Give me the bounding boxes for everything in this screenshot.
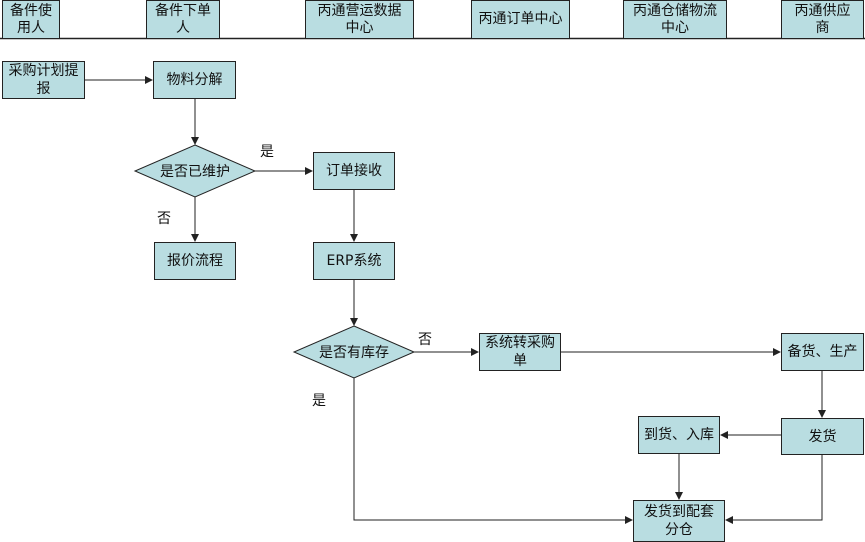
lane-header-logistics-center: 丙通仓储物流中心 — [623, 0, 727, 38]
node-quote-process: 报价流程 — [154, 242, 236, 280]
lane-header-supplier: 丙通供应商 — [781, 0, 864, 38]
lane-header-parts-orderer: 备件下单人 — [146, 0, 220, 38]
node-stock-production: 备货、生产 — [781, 333, 864, 371]
edge-label-no: 否 — [418, 332, 432, 348]
edge-label-yes: 是 — [312, 393, 326, 409]
arrow — [725, 455, 823, 524]
decision-maintained: 是否已维护 — [160, 164, 230, 180]
node-arrival-storage: 到货、入库 — [638, 416, 720, 454]
node-ship-to-warehouse: 发货到配套分仓 — [633, 500, 725, 542]
edge-label-no: 否 — [157, 211, 171, 227]
arrow — [353, 378, 633, 524]
node-ship: 发货 — [781, 418, 864, 455]
node-erp: ERP系统 — [313, 242, 395, 280]
node-material-breakdown: 物料分解 — [153, 61, 236, 99]
lane-header-parts-user: 备件使用人 — [2, 0, 60, 38]
decision-stock: 是否有库存 — [319, 345, 389, 361]
edge-label-yes: 是 — [260, 144, 274, 160]
node-purchase-plan: 采购计划提报 — [2, 61, 85, 99]
node-to-purchase-order: 系统转采购单 — [479, 333, 561, 371]
lane-header-data-center: 丙通营运数据中心 — [305, 0, 414, 38]
node-order-receive: 订单接收 — [313, 152, 395, 190]
lane-header-order-center: 丙通订单中心 — [471, 0, 570, 38]
